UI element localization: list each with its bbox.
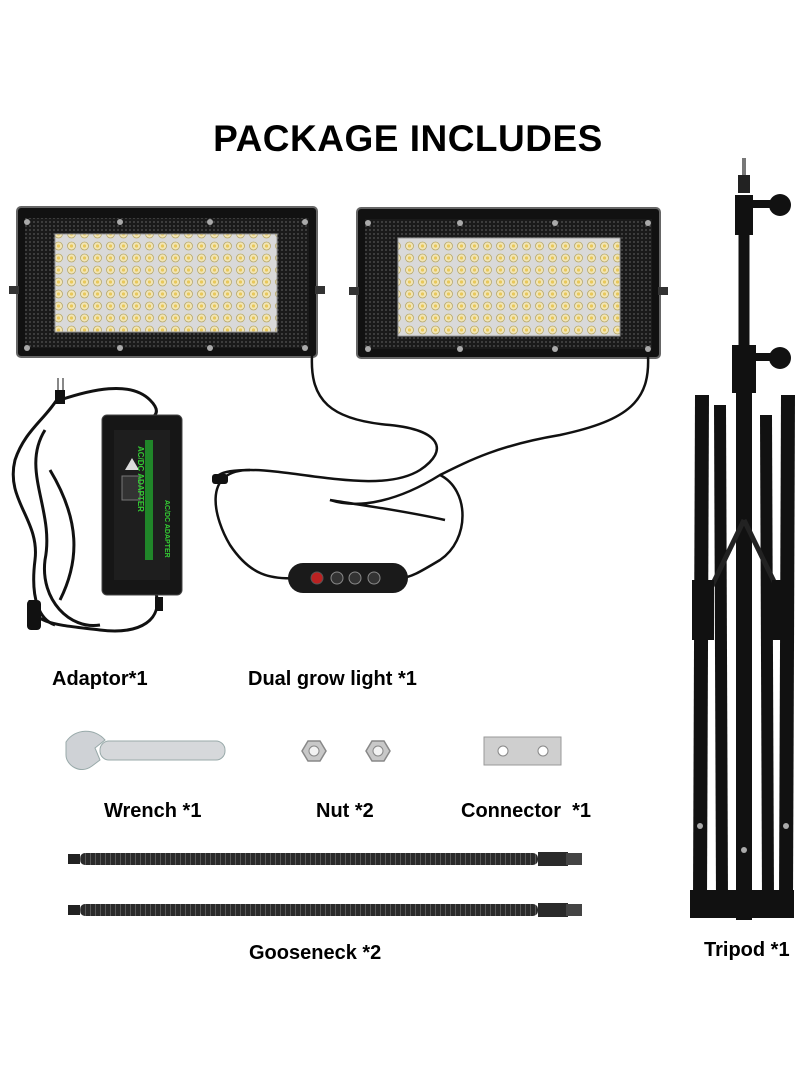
- adapter-brand-text: AC/DC ADAPTER: [136, 446, 145, 512]
- adapter-bottom-text: AC/DC ADAPTER: [163, 500, 170, 558]
- dimmer-controller: [288, 563, 408, 593]
- nut-2: [365, 740, 391, 762]
- dual-grow-light-label: Dual grow light *1: [248, 668, 417, 690]
- grow-light-panel-right: [349, 207, 668, 359]
- tripod-label: Tripod *1: [704, 939, 790, 961]
- wrench-label: Wrench *1: [104, 800, 202, 822]
- gooseneck-label: Gooseneck *2: [249, 942, 382, 964]
- nut-1: [301, 740, 327, 762]
- wrench: [65, 730, 226, 770]
- connector-label: Connector *1: [461, 800, 592, 822]
- dc-plug-icon: [212, 474, 228, 484]
- plug-icon: [55, 390, 65, 404]
- grow-light-cables: [214, 355, 650, 580]
- grow-light-panel-left: [9, 206, 325, 358]
- power-adaptor: [11, 378, 183, 633]
- page-title: PACKAGE INCLUDES: [213, 118, 603, 159]
- connector-plate: [483, 736, 562, 766]
- gooseneck-2: [68, 903, 582, 917]
- nut-label: Nut *2: [316, 800, 374, 822]
- gooseneck-1: [68, 852, 582, 866]
- tripod-stand: [690, 158, 795, 920]
- adaptor-label: Adaptor*1: [52, 668, 148, 690]
